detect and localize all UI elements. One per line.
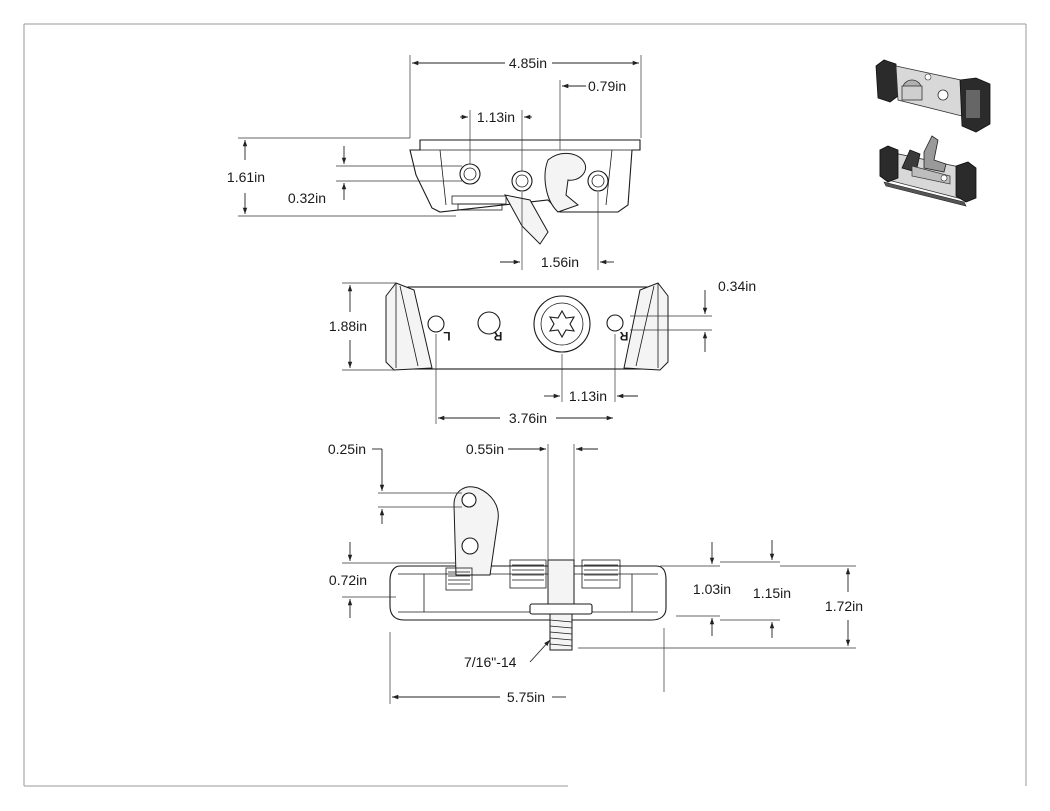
- middle-hole-spacing-label: 1.13in: [569, 388, 607, 404]
- top-view-latch-body: [409, 139, 641, 245]
- isometric-thumbnail-top: [875, 59, 991, 133]
- threaded-stud-icon: [549, 613, 573, 651]
- pawl-hole-lower: [461, 537, 479, 555]
- middle-small-label: 0.34in: [718, 278, 756, 294]
- bottom-view-latch-assembly: [389, 486, 667, 651]
- top-view: 4.85in 0.79in 1.13in 1.61in 0.32in 1.56i…: [227, 55, 642, 270]
- top-hole-spacing-label: 1.13in: [477, 109, 515, 125]
- mark-r-2: R: [619, 329, 628, 343]
- middle-hole-3: [606, 314, 624, 332]
- drawing-frame: [23, 23, 1027, 787]
- bottom-small-label-a: 0.25in: [328, 441, 366, 457]
- middle-view: L R R 1.88in 0.34in 1.13in 3.76in: [329, 278, 756, 426]
- top-hole-right: [587, 170, 609, 192]
- bottom-inner-height-b: 1.15in: [753, 585, 791, 601]
- bottom-inner-height-a: 1.03in: [693, 581, 731, 597]
- spring-center: [509, 559, 547, 589]
- spring-left: [445, 567, 473, 591]
- bottom-width-label: 5.75in: [507, 689, 545, 705]
- bottom-small-label-b: 0.55in: [466, 441, 504, 457]
- isometric-thumbnail-bottom: [879, 135, 977, 207]
- pawl-hole-upper: [461, 492, 477, 508]
- thread-callout: 7/16"-14: [464, 654, 517, 670]
- middle-view-latch-plate: L R R: [385, 282, 669, 371]
- bottom-view: 0.25in 0.55in 0.72in 1.03in 1.15in 1.72i…: [328, 441, 863, 705]
- mark-l: L: [443, 329, 450, 343]
- mark-r-1: R: [493, 329, 502, 343]
- top-hole-left: [459, 163, 481, 185]
- top-offset-label: 0.79in: [588, 78, 626, 94]
- torx-bolt-icon: [533, 295, 591, 353]
- top-width-label: 4.85in: [509, 55, 547, 71]
- top-hole-center: [511, 170, 533, 192]
- top-bottom-spacing-label: 1.56in: [541, 254, 579, 270]
- middle-width-label: 3.76in: [509, 410, 547, 426]
- middle-height-label: 1.88in: [329, 318, 367, 334]
- top-small-height-label: 0.32in: [288, 190, 326, 206]
- middle-hole-1: [427, 315, 445, 333]
- middle-hole-2: [477, 311, 501, 335]
- bottom-left-height-label: 0.72in: [329, 572, 367, 588]
- top-height-label: 1.61in: [227, 169, 265, 185]
- bottom-total-height-label: 1.72in: [825, 598, 863, 614]
- spring-right: [581, 559, 621, 589]
